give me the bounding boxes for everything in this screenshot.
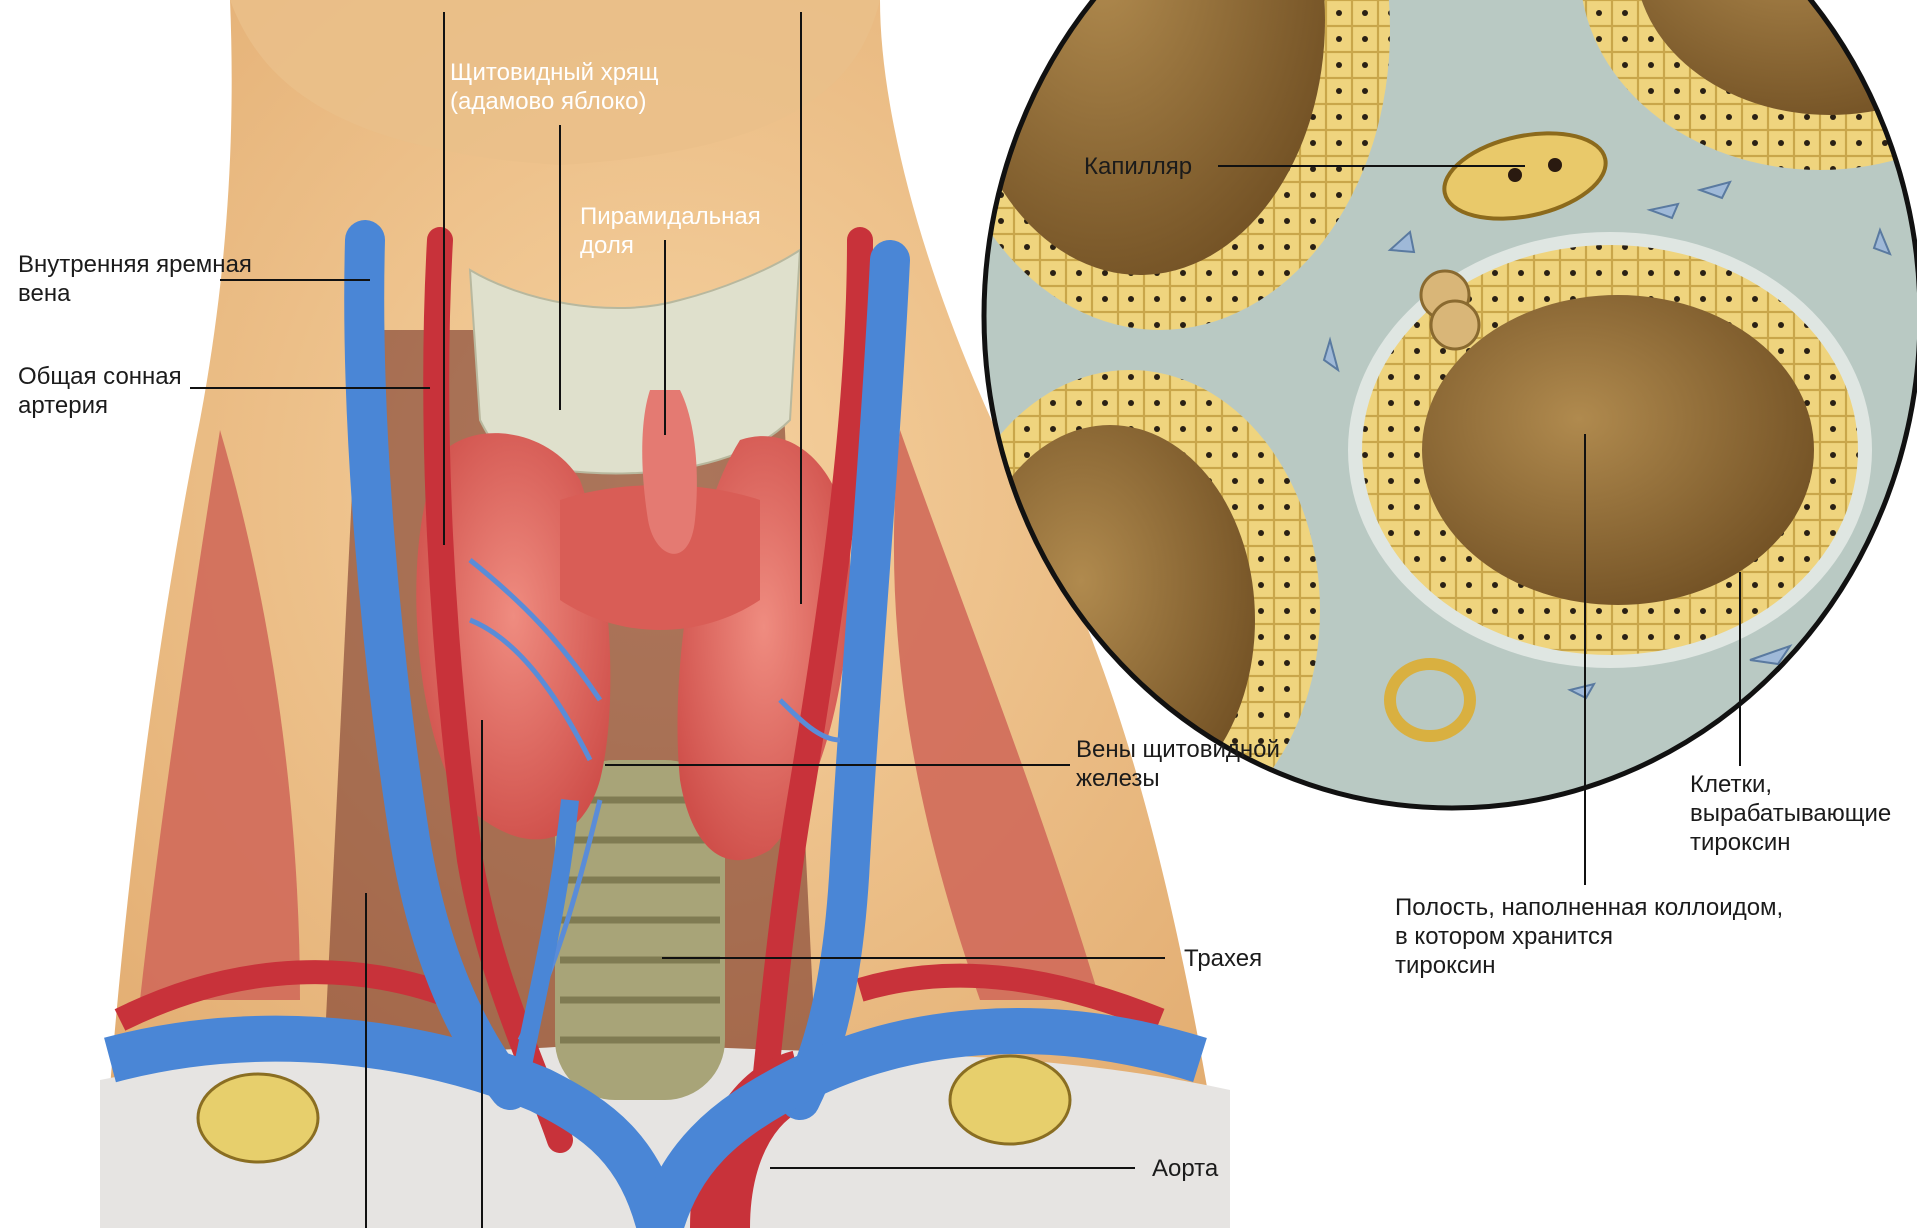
label-common-carotid-artery-line1: Общая сонная	[18, 362, 182, 391]
label-colloid-cavity-line3: тироксин	[1395, 951, 1783, 980]
label-thyroid-veins: Вены щитовидной железы	[1076, 735, 1280, 793]
label-aorta: Аорта	[1152, 1154, 1218, 1183]
right-clavicle	[950, 1056, 1070, 1144]
label-trachea: Трахея	[1184, 944, 1262, 973]
label-internal-jugular-vein-line1: Внутренняя яремная	[18, 250, 252, 279]
label-thyroid-cartilage: Щитовидный хрящ (адамово яблоко)	[450, 58, 659, 116]
label-thyroxine-cells-line2: вырабатывающие	[1690, 799, 1891, 828]
label-pyramidal-lobe-line1: Пирамидальная	[580, 202, 761, 231]
label-common-carotid-artery: Общая сонная артерия	[18, 362, 182, 420]
pyramidal-lobe-shape	[642, 390, 697, 554]
label-thyroid-cartilage-line2: (адамово яблоко)	[450, 87, 659, 116]
label-colloid-cavity: Полость, наполненная коллоидом, в которо…	[1395, 893, 1783, 980]
label-capillary: Капилляр	[1084, 152, 1192, 181]
label-thyroid-cartilage-line1: Щитовидный хрящ	[450, 58, 659, 87]
label-pyramidal-lobe: Пирамидальная доля	[580, 202, 761, 260]
left-clavicle	[198, 1074, 318, 1162]
label-internal-jugular-vein-line2: вена	[18, 279, 252, 308]
label-thyroid-veins-line1: Вены щитовидной	[1076, 735, 1280, 764]
label-thyroxine-cells-line3: тироксин	[1690, 828, 1891, 857]
label-common-carotid-artery-line2: артерия	[18, 391, 182, 420]
label-internal-jugular-vein: Внутренняя яремная вена	[18, 250, 252, 308]
label-pyramidal-lobe-line2: доля	[580, 231, 761, 260]
label-colloid-cavity-line1: Полость, наполненная коллоидом,	[1395, 893, 1783, 922]
colloid-cavity-shape	[1422, 295, 1814, 605]
label-thyroid-veins-line2: железы	[1076, 764, 1280, 793]
label-thyroxine-cells-line1: Клетки,	[1690, 770, 1891, 799]
label-thyroxine-cells: Клетки, вырабатывающие тироксин	[1690, 770, 1891, 857]
label-colloid-cavity-line2: в котором хранится	[1395, 922, 1783, 951]
